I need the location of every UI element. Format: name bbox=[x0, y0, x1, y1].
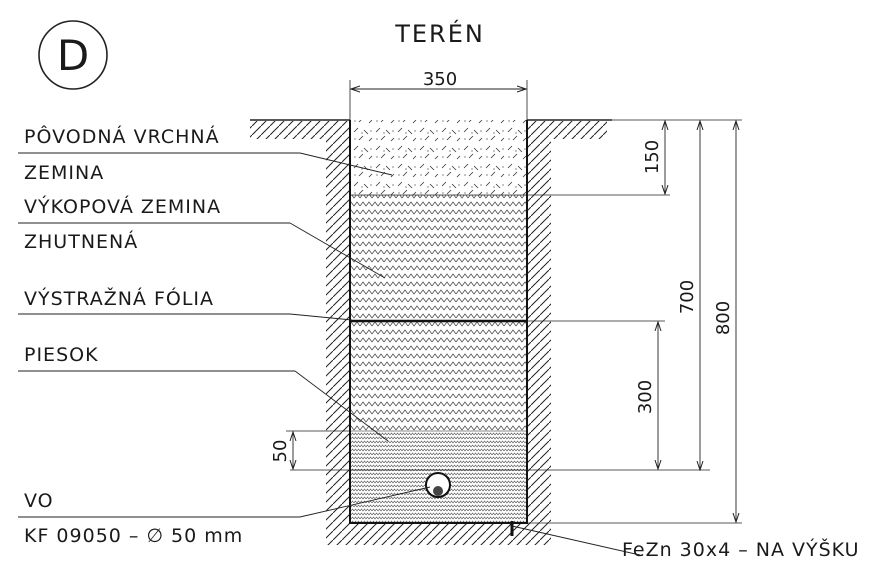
svg-text:VÝKOPOVÁ ZEMINA: VÝKOPOVÁ ZEMINA bbox=[24, 195, 221, 218]
dimension-width-value: 350 bbox=[423, 69, 457, 90]
dimension-sand-value: 300 bbox=[635, 380, 656, 414]
svg-text:PIESOK: PIESOK bbox=[24, 344, 99, 366]
dimension-width: 350 bbox=[349, 69, 528, 120]
svg-text:KF 09050 – ∅ 50 mm: KF 09050 – ∅ 50 mm bbox=[24, 525, 243, 547]
svg-text:VO: VO bbox=[24, 490, 54, 512]
dimension-pipe-cover: 50 bbox=[270, 430, 350, 469]
dimension-fill: 700 bbox=[612, 119, 742, 470]
dimension-total-value: 800 bbox=[713, 301, 734, 335]
pipe-symbol bbox=[425, 472, 451, 498]
dimension-topsoil-value: 150 bbox=[642, 140, 663, 174]
svg-text:ZEMINA: ZEMINA bbox=[24, 162, 104, 184]
section-marker: D bbox=[38, 20, 108, 90]
label-sand: PIESOK bbox=[18, 344, 389, 442]
label-warning-foil: VÝSTRAŽNÁ FÓLIA bbox=[18, 286, 353, 321]
dimension-topsoil: 150 bbox=[527, 121, 670, 196]
trench-walls bbox=[326, 139, 551, 545]
dimension-fill-value: 700 bbox=[677, 280, 698, 314]
dimension-sand: 300 bbox=[290, 320, 710, 471]
svg-text:FeZn 30x4 – NA VÝŠKU: FeZn 30x4 – NA VÝŠKU bbox=[622, 537, 860, 561]
svg-text:ZHUTNENÁ: ZHUTNENÁ bbox=[24, 230, 138, 253]
trench-layers bbox=[349, 120, 528, 524]
dimension-pipe-cover-value: 50 bbox=[270, 440, 291, 463]
earthing-strip bbox=[510, 521, 641, 556]
section-letter: D bbox=[57, 31, 89, 80]
label-excavated-soil: VÝKOPOVÁ ZEMINA ZHUTNENÁ bbox=[18, 195, 386, 279]
label-topsoil: PÔVODNÁ VRCHNÁ ZEMINA bbox=[18, 124, 393, 184]
label-earthing: FeZn 30x4 – NA VÝŠKU bbox=[622, 537, 860, 561]
dimension-total: 800 bbox=[527, 121, 742, 524]
svg-text:VÝSTRAŽNÁ FÓLIA: VÝSTRAŽNÁ FÓLIA bbox=[24, 286, 214, 310]
svg-text:PÔVODNÁ VRCHNÁ: PÔVODNÁ VRCHNÁ bbox=[24, 124, 220, 148]
ground-surface bbox=[250, 119, 612, 139]
label-pipe: VO KF 09050 – ∅ 50 mm bbox=[18, 486, 431, 547]
surface-label: TERÉN bbox=[394, 19, 485, 48]
